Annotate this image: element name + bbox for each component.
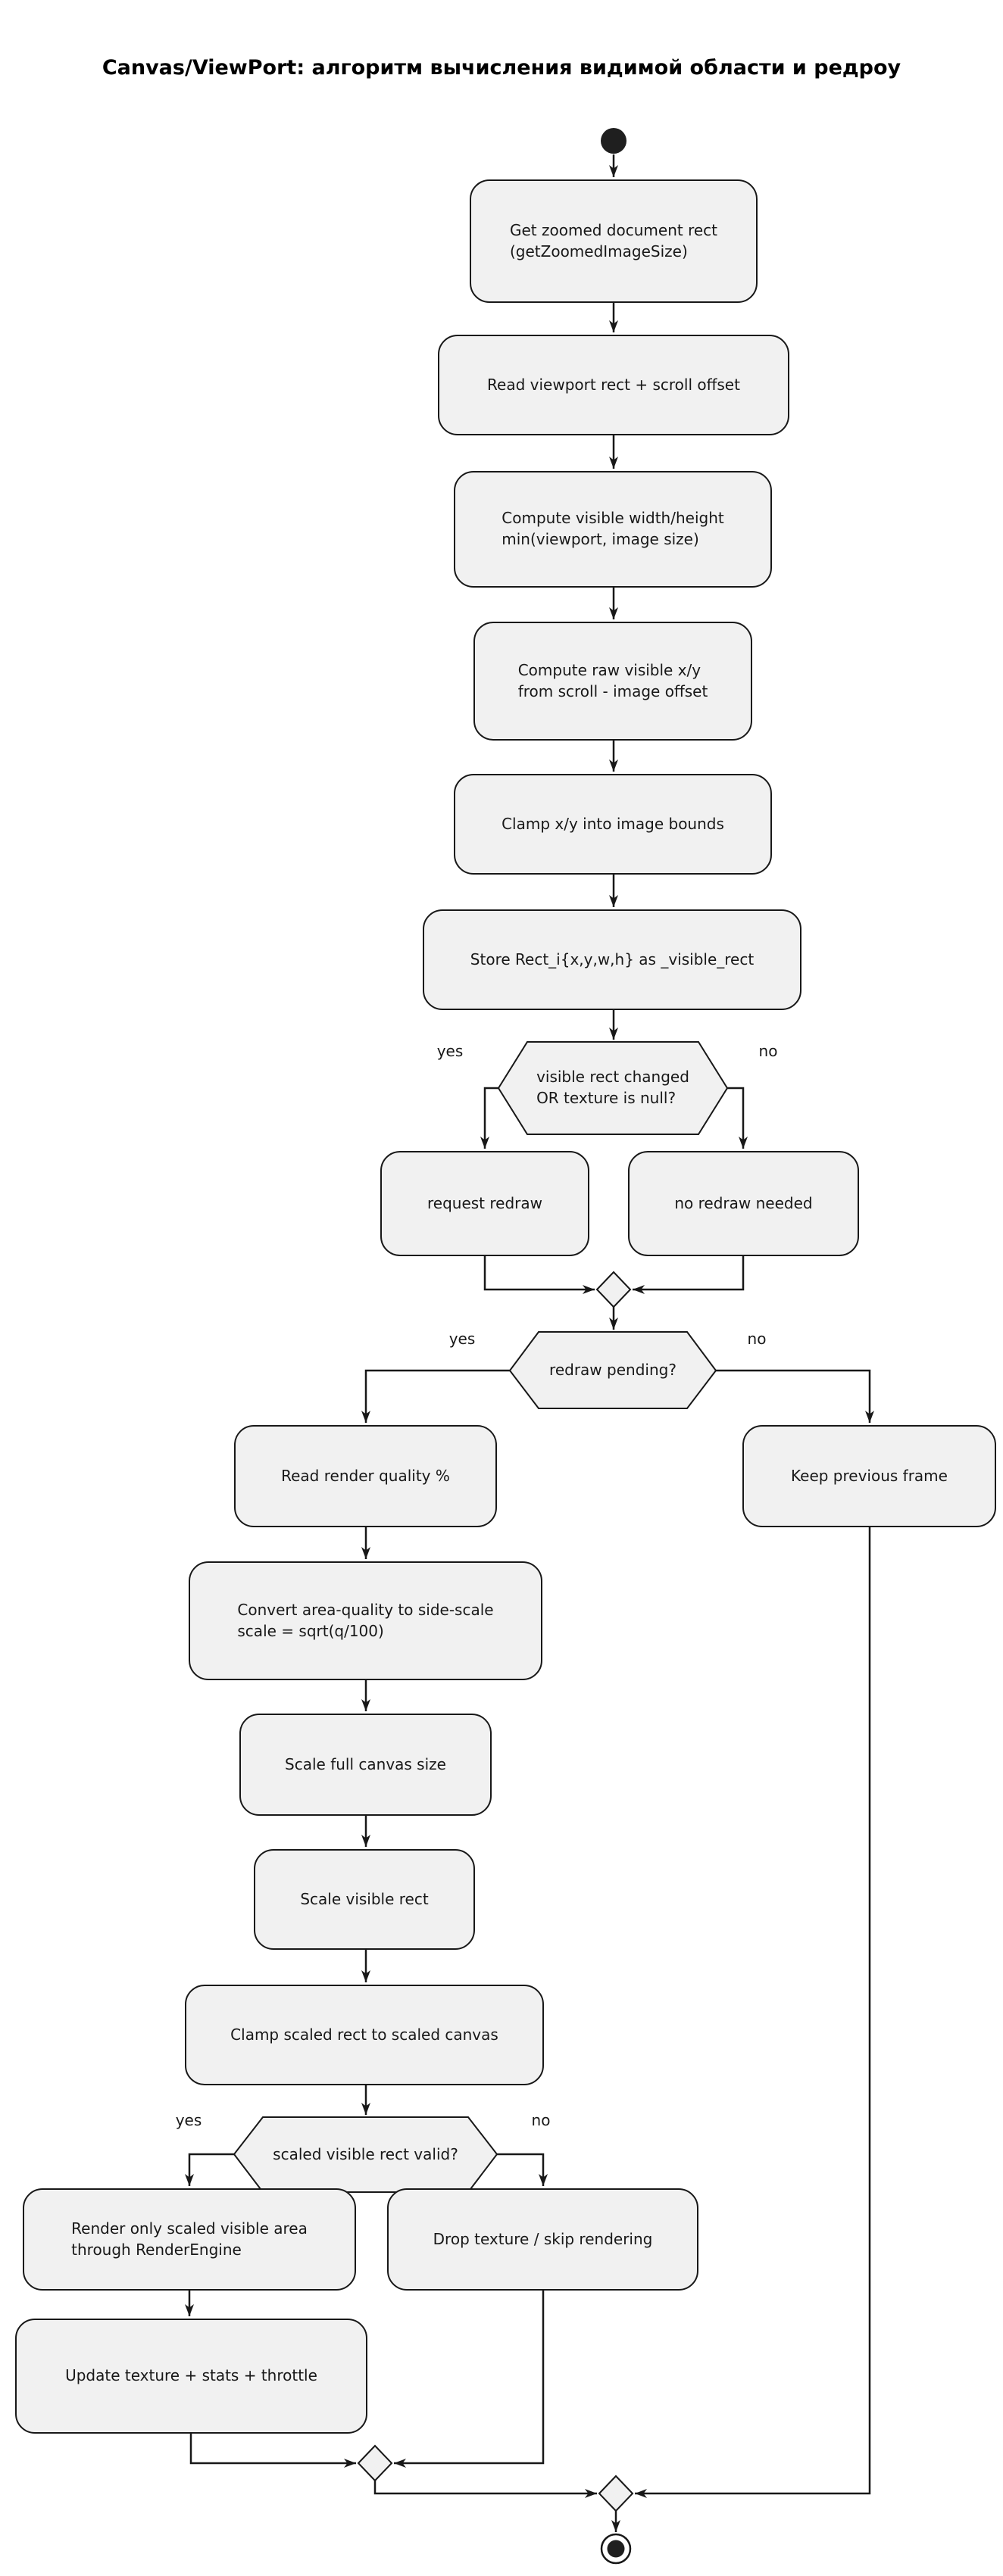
merge-diamond-render <box>357 2444 393 2482</box>
activity-store-rect: Store Rect_i{x,y,w,h} as _visible_rect <box>423 909 801 1010</box>
activity-read-render-quality: Read render quality % <box>234 1425 497 1527</box>
activity-label: Update texture + stats + throttle <box>65 2366 317 2385</box>
branch-label-no-3: no <box>531 2111 551 2129</box>
activity-label: Read render quality % <box>281 1466 450 1485</box>
activity-clamp-scaled-rect: Clamp scaled rect to scaled canvas <box>185 1985 544 2085</box>
activity-label: Read viewport rect + scroll offset <box>487 375 740 394</box>
activity-label: Compute visible width/height min(viewpor… <box>502 509 724 548</box>
edge-decision3-yes <box>185 2153 234 2186</box>
activity-get-zoomed-rect: Get zoomed document rect (getZoomedImage… <box>470 179 758 303</box>
activity-label: Scale visible rect <box>300 1889 429 1908</box>
activity-scale-visible-rect: Scale visible rect <box>254 1849 475 1950</box>
diagram-title: Canvas/ViewPort: алгоритм вычисления вид… <box>102 56 901 80</box>
activity-keep-previous-frame: Keep previous frame <box>742 1425 996 1527</box>
edge-update-to-merge2 <box>189 2434 356 2468</box>
branch-label-yes-2: yes <box>448 1330 476 1348</box>
edge-decision3-no <box>497 2153 548 2186</box>
activity-scale-full-canvas: Scale full canvas size <box>239 1714 492 1816</box>
edge-drop-to-merge2 <box>394 2291 545 2468</box>
merge-diamond-redraw <box>595 1271 632 1308</box>
activity-render-visible-area: Render only scaled visible area through … <box>23 2188 356 2291</box>
edge-decision2-no <box>716 1369 874 1423</box>
activity-label: Drop texture / skip rendering <box>433 2229 653 2248</box>
edge-decision2-yes <box>361 1369 510 1423</box>
activity-request-redraw: request redraw <box>380 1151 589 1256</box>
activity-label: Store Rect_i{x,y,w,h} as _visible_rect <box>470 950 755 968</box>
activity-label: Convert area-quality to side-scale scale… <box>237 1600 494 1640</box>
activity-update-texture: Update texture + stats + throttle <box>15 2319 367 2434</box>
activity-label: Render only scaled visible area through … <box>71 2219 308 2259</box>
edge-decision1-no <box>727 1087 748 1149</box>
activity-convert-quality: Convert area-quality to side-scale scale… <box>189 1561 542 1680</box>
branch-label-no-1: no <box>758 1042 778 1060</box>
activity-label: no redraw needed <box>674 1193 813 1212</box>
decision-visible-rect-changed <box>497 1041 729 1135</box>
activity-label: Scale full canvas size <box>285 1754 446 1773</box>
activity-label: Clamp x/y into image bounds <box>502 814 724 833</box>
decision-scaled-rect-valid <box>233 2116 498 2193</box>
branch-label-no-2: no <box>747 1330 767 1348</box>
activity-drop-texture: Drop texture / skip rendering <box>387 2188 698 2291</box>
activity-label: Get zoomed document rect (getZoomedImage… <box>509 220 717 260</box>
activity-label: Keep previous frame <box>791 1466 948 1485</box>
activity-compute-visible-wh: Compute visible width/height min(viewpor… <box>454 471 772 588</box>
branch-label-yes-3: yes <box>175 2111 202 2129</box>
branch-label-yes-1: yes <box>436 1042 464 1060</box>
edge-no-redraw-to-merge1 <box>633 1256 745 1294</box>
edge-request-redraw-to-merge1 <box>483 1256 595 1294</box>
activity-read-viewport: Read viewport rect + scroll offset <box>438 335 789 435</box>
edge-merge2-to-merge3 <box>373 2481 597 2498</box>
edge-decision1-yes <box>480 1087 498 1149</box>
start-node <box>601 128 626 154</box>
decision-redraw-pending <box>508 1331 717 1409</box>
activity-label: Compute raw visible x/y from scroll - im… <box>517 660 708 700</box>
end-node-dot <box>607 2540 625 2558</box>
activity-no-redraw-needed: no redraw needed <box>628 1151 859 1256</box>
merge-diamond-final <box>598 2475 634 2512</box>
activity-compute-raw-xy: Compute raw visible x/y from scroll - im… <box>473 622 752 741</box>
activity-label: request redraw <box>427 1193 542 1212</box>
activity-clamp-xy: Clamp x/y into image bounds <box>454 774 772 875</box>
activity-label: Clamp scaled rect to scaled canvas <box>230 2025 498 2044</box>
edge-keep-frame-to-merge3 <box>635 1527 871 2498</box>
